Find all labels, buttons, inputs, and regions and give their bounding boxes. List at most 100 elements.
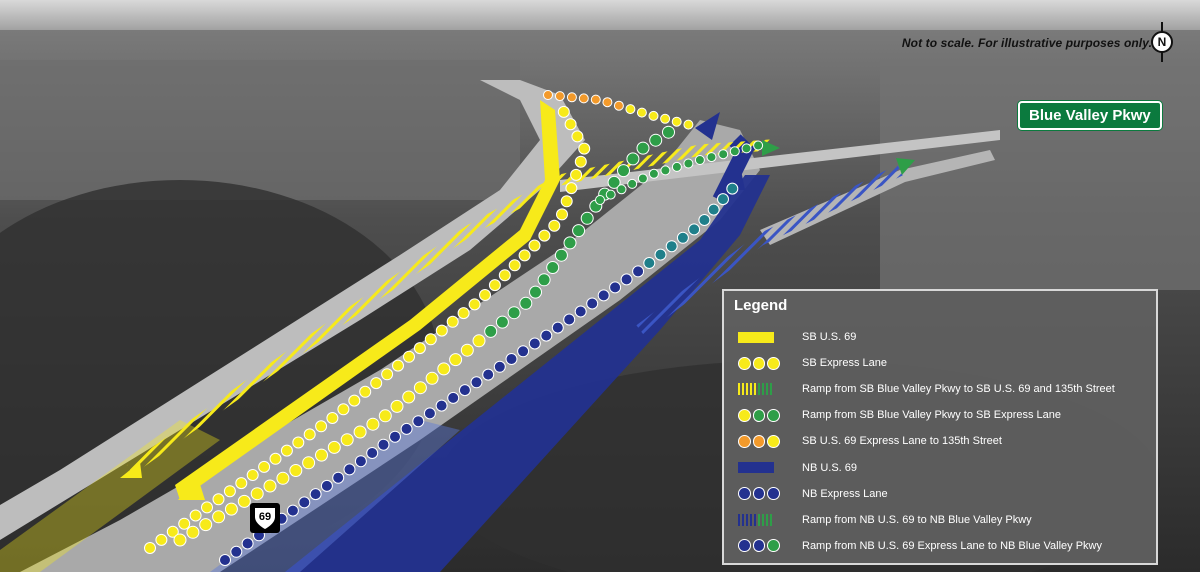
legend-item-label: Ramp from NB U.S. 69 Express Lane to NB …	[802, 540, 1102, 552]
sb-express-dot	[316, 421, 327, 432]
sb-express-dot	[202, 502, 213, 513]
legend-item-label: NB U.S. 69	[802, 462, 857, 474]
sb-express-dot	[565, 119, 576, 130]
sb-express-dot	[499, 270, 510, 281]
urban-area-left	[0, 60, 520, 200]
nb-express-dot	[727, 183, 738, 194]
sb-express-dot	[224, 486, 235, 497]
nb-ramp-express-dot	[638, 174, 647, 183]
sb-express-dot	[393, 360, 404, 371]
legend-item: SB Express Lane	[738, 350, 1152, 376]
nb-express-dot	[459, 385, 470, 396]
nb-express-dot	[598, 290, 609, 301]
nb-express-dot	[633, 266, 644, 277]
nb-ramp-express-dot	[719, 150, 728, 159]
sb-express-dot	[327, 413, 338, 424]
sb-express-dot	[281, 445, 292, 456]
sb-135th-dot	[591, 95, 600, 104]
legend-item-label: SB Express Lane	[802, 357, 887, 369]
north-arrow: N	[1148, 22, 1176, 62]
sb-ramp-express-dot	[473, 335, 485, 347]
nb-express-dot	[390, 431, 401, 442]
sb-express-dot	[509, 260, 520, 271]
legend-item: NB Express Lane	[738, 481, 1152, 507]
sb-express-dot	[579, 143, 590, 154]
sb-express-dot	[557, 209, 568, 220]
nb-express-dot	[518, 346, 529, 357]
nb-express-dot	[242, 538, 253, 549]
sb-ramp-express-dot	[414, 382, 426, 394]
legend-swatch	[738, 329, 782, 345]
sb-express-dot	[549, 220, 560, 231]
sb-ramp-express-dot	[530, 286, 542, 298]
sb-135th-dot	[579, 94, 588, 103]
nb-express-dot	[483, 369, 494, 380]
sb-135th-dot	[567, 93, 576, 102]
nb-express-dot	[436, 400, 447, 411]
sb-express-dot	[179, 518, 190, 529]
sb-ramp-express-dot	[277, 472, 289, 484]
sb-ramp-express-dot	[213, 511, 225, 523]
sb-ramp-express-dot	[316, 449, 328, 461]
legend-item-label: NB Express Lane	[802, 488, 888, 500]
sb-express-dot	[270, 453, 281, 464]
sb-ramp-express-dot	[264, 480, 276, 492]
sb-ramp-express-dot	[367, 418, 379, 430]
nb-express-dot	[310, 489, 321, 500]
sb-express-dot	[145, 543, 156, 554]
sb-135th-dot	[544, 91, 553, 100]
nb-express-dot	[610, 282, 621, 293]
nb-express-dot	[448, 392, 459, 403]
legend-swatch	[738, 512, 782, 528]
legend-swatch	[738, 355, 782, 371]
sb-ramp-express-dot	[225, 503, 237, 515]
sb-ramp-express-dot	[547, 262, 559, 274]
nb-express-dot	[506, 354, 517, 365]
sb-ramp-express-dot	[663, 126, 675, 138]
sb-ramp-express-dot	[200, 519, 212, 531]
nb-ramp-express-dot	[672, 162, 681, 171]
legend-item: Ramp from SB Blue Valley Pkwy to SB U.S.…	[738, 376, 1152, 402]
sb-express-dot	[425, 334, 436, 345]
nb-express-dot	[677, 232, 688, 243]
legend-item: Ramp from NB U.S. 69 Express Lane to NB …	[738, 533, 1152, 559]
sb-ramp-express-dot	[508, 307, 520, 319]
nb-express-dot	[413, 416, 424, 427]
nb-ramp-express-dot	[754, 141, 763, 150]
sb-express-dot	[480, 290, 491, 301]
sb-express-dot	[469, 299, 480, 310]
legend-item: SB U.S. 69	[738, 324, 1152, 350]
sb-express-dot	[575, 156, 586, 167]
nb-ramp-express-dot	[628, 179, 637, 188]
sb-express-dot	[572, 131, 583, 142]
sb-express-dot	[259, 461, 270, 472]
sb-express-dot	[566, 183, 577, 194]
legend-swatch	[738, 433, 782, 449]
sb-ramp-express-dot	[187, 526, 199, 538]
nb-express-dot	[299, 497, 310, 508]
sb-ramp-express-dot	[174, 534, 186, 546]
sb-ramp-express-dot	[485, 325, 497, 337]
sb-ramp-express-dot	[328, 441, 340, 453]
nb-express-dot	[529, 338, 540, 349]
sb-ramp-express-dot	[354, 426, 366, 438]
legend-swatch	[738, 538, 782, 554]
blue-valley-pkwy-sign: Blue Valley Pkwy	[1018, 101, 1162, 130]
nb-ramp-express-dot	[730, 147, 739, 156]
nb-express-dot	[494, 361, 505, 372]
sb-ramp-express-dot	[555, 249, 567, 261]
nb-ramp-express-dot	[649, 169, 658, 178]
sb-ramp-express-dot	[627, 153, 639, 165]
sb-ramp-express-dot	[520, 297, 532, 309]
legend-swatch	[738, 381, 782, 397]
sb-ramp-express-dot	[581, 212, 593, 224]
sb-ramp-express-dot	[403, 391, 415, 403]
legend-title: Legend	[734, 297, 787, 314]
sb-ramp-express-dot	[618, 165, 630, 177]
sb-ramp-express-dot	[496, 316, 508, 328]
not-to-scale-note: Not to scale. For illustrative purposes …	[902, 36, 1152, 50]
nb-express-dot	[424, 408, 435, 419]
nb-ramp-express-dot	[742, 144, 751, 153]
sb-ramp-express-dot	[379, 410, 391, 422]
